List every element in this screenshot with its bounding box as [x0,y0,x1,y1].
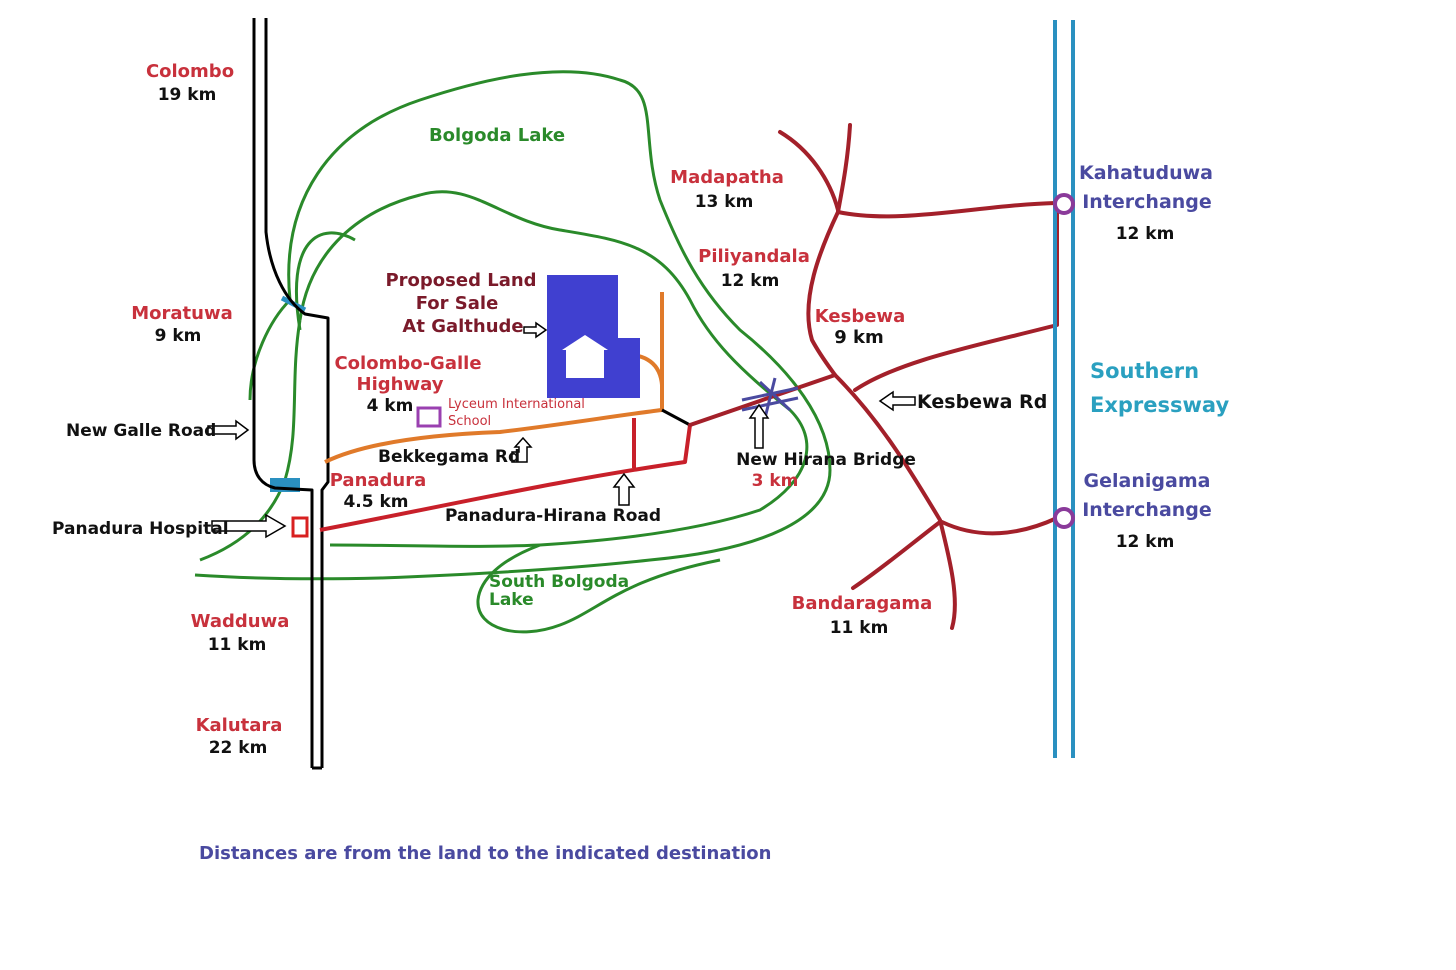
school-label-line1: Lyceum International [448,397,585,412]
kesbewa-distance: 9 km [834,327,884,348]
kalutara-distance: 22 km [208,738,268,758]
madapatha-label: Madapatha [670,167,784,188]
piliyandala-distance: 12 km [720,271,780,291]
bridge-distance: 3 km [751,471,799,491]
school-label-line2: School [448,414,492,429]
house-icon [562,335,608,378]
pointer-arrows [207,321,916,539]
new-galle-road-line [252,18,330,770]
colombo-distance: 19 km [157,85,217,105]
arrow-bekkegama-icon [511,436,533,463]
kahatuduwa-distance: 12 km [1115,224,1175,244]
expressway-label-line1: Southern [1090,359,1200,383]
moratuwa-label: Moratuwa [131,303,233,324]
kalutara-label: Kalutara [195,715,283,736]
south-bolgoda-lake-label-line1: South Bolgoda [489,572,630,592]
hospital-marker [291,516,309,538]
bekkegama-road-label: Bekkegama Rd [378,447,521,467]
highway-distance: 4 km [366,396,414,416]
land-label-line2: For Sale [415,293,499,314]
expressway-label-line2: Expressway [1090,393,1230,417]
wadduwa-distance: 11 km [207,635,267,655]
madapatha-distance: 13 km [694,192,754,212]
new-galle-road-label: New Galle Road [66,421,217,441]
south-bolgoda-lake-label-line2: Lake [489,590,534,610]
kesbewa-label: Kesbewa [814,306,906,327]
land-label-line3: At Galthude [402,316,524,337]
bandaragama-label: Bandaragama [791,593,933,614]
arrow-land-icon [523,321,548,339]
arrow-hospital-icon [211,513,287,539]
moratuwa-distance: 9 km [154,326,202,346]
arrow-new-galle-road-icon [207,419,250,441]
connector-road [661,408,691,427]
arrow-bridge-icon [748,403,770,449]
bolgoda-lake-label: Bolgoda Lake [428,125,566,146]
southern-expressway-line [1053,20,1075,758]
kahatuduwa-interchange-icon [1053,193,1075,215]
distance-note: Distances are from the land to the indic… [199,843,772,864]
panadura-hirana-road-label: Panadura-Hirana Road [445,506,662,526]
school-marker [416,406,442,428]
wadduwa-label: Wadduwa [190,611,290,632]
gelanigama-label-line2: Interchange [1082,499,1212,521]
panadura-distance: 4.5 km [343,492,409,512]
gelanigama-label-line1: Gelanigama [1083,470,1211,492]
land-plot [547,275,640,398]
highway-label-line2: Highway [356,374,444,395]
panadura-label: Panadura [329,470,427,491]
colombo-label: Colombo [145,61,235,82]
arrow-kesbewa-road-icon [878,390,916,412]
kahatuduwa-label-line2: Interchange [1082,191,1212,213]
maroon-road-network [688,123,1059,630]
land-label-line1: Proposed Land [385,270,537,291]
bandaragama-distance: 11 km [829,618,889,638]
arrow-panadura-hirana-icon [612,472,636,506]
kahatuduwa-label-line1: Kahatuduwa [1078,162,1214,184]
kesbewa-road-label: Kesbewa Rd [917,391,1048,413]
gelanigama-distance: 12 km [1115,532,1175,552]
gelanigama-interchange-icon [1053,507,1075,529]
bridge-label: New Hirana Bridge [736,450,916,470]
hospital-label: Panadura Hospital [52,519,229,539]
bolgoda-lake-outline [194,70,832,634]
panadura-hirana-road-line [319,418,692,532]
highway-label-line1: Colombo-Galle [334,353,482,374]
piliyandala-label: Piliyandala [698,246,810,267]
bridge-icon [741,377,799,419]
